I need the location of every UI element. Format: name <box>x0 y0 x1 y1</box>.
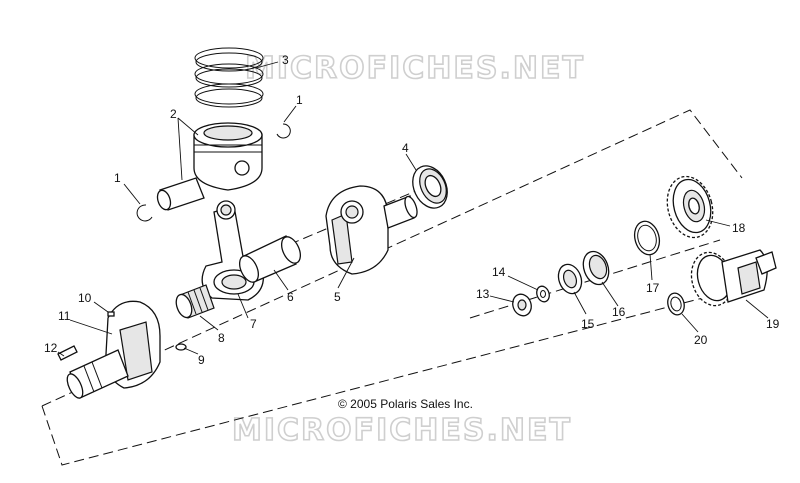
thrust-ring <box>557 263 583 295</box>
callout-5: 5 <box>334 290 341 304</box>
callout-7: 7 <box>250 317 257 331</box>
dowel-pin <box>175 343 187 351</box>
copyright-notice: © 2005 Polaris Sales Inc. <box>338 397 473 411</box>
balance-shaft <box>690 249 777 307</box>
watermark-bottom: MICROFICHES.NET <box>232 413 572 448</box>
crank-pin <box>238 235 302 283</box>
crankshaft-half-right <box>325 185 418 275</box>
callout-8: 8 <box>218 331 225 345</box>
piston-rings <box>194 47 264 108</box>
callout-17: 17 <box>646 281 660 295</box>
woodruff-key <box>57 345 78 361</box>
callout-4: 4 <box>402 141 409 155</box>
ball-bearing <box>412 165 448 209</box>
circlip-right <box>276 123 291 139</box>
callout-10: 10 <box>78 291 92 305</box>
washer <box>536 285 550 303</box>
small-washer <box>667 292 685 316</box>
watermark-top: MICROFICHES.NET <box>245 51 585 86</box>
callout-13: 13 <box>476 287 490 301</box>
callout-1-left: 1 <box>114 171 121 185</box>
spacer-ring <box>633 220 661 256</box>
circlip-left <box>136 204 153 222</box>
small-pin <box>107 311 115 317</box>
piston-pin <box>156 177 205 211</box>
large-gear <box>666 175 714 239</box>
leader-lines <box>57 61 769 357</box>
callout-16: 16 <box>612 305 626 319</box>
callout-2: 2 <box>170 107 177 121</box>
nut <box>512 293 532 317</box>
callout-1-right: 1 <box>296 93 303 107</box>
callout-6: 6 <box>287 290 294 304</box>
drive-gear <box>582 250 610 286</box>
callout-19: 19 <box>766 317 780 331</box>
callout-11: 11 <box>58 309 71 323</box>
piston <box>193 122 263 191</box>
needle-bearing <box>175 284 215 319</box>
callout-20: 20 <box>694 333 708 347</box>
callout-14: 14 <box>492 265 506 279</box>
callout-15: 15 <box>581 317 595 331</box>
crankshaft-half-left <box>66 300 161 399</box>
callout-18: 18 <box>732 221 746 235</box>
callout-12: 12 <box>44 341 58 355</box>
callout-3: 3 <box>282 53 289 67</box>
callout-9: 9 <box>198 353 205 367</box>
